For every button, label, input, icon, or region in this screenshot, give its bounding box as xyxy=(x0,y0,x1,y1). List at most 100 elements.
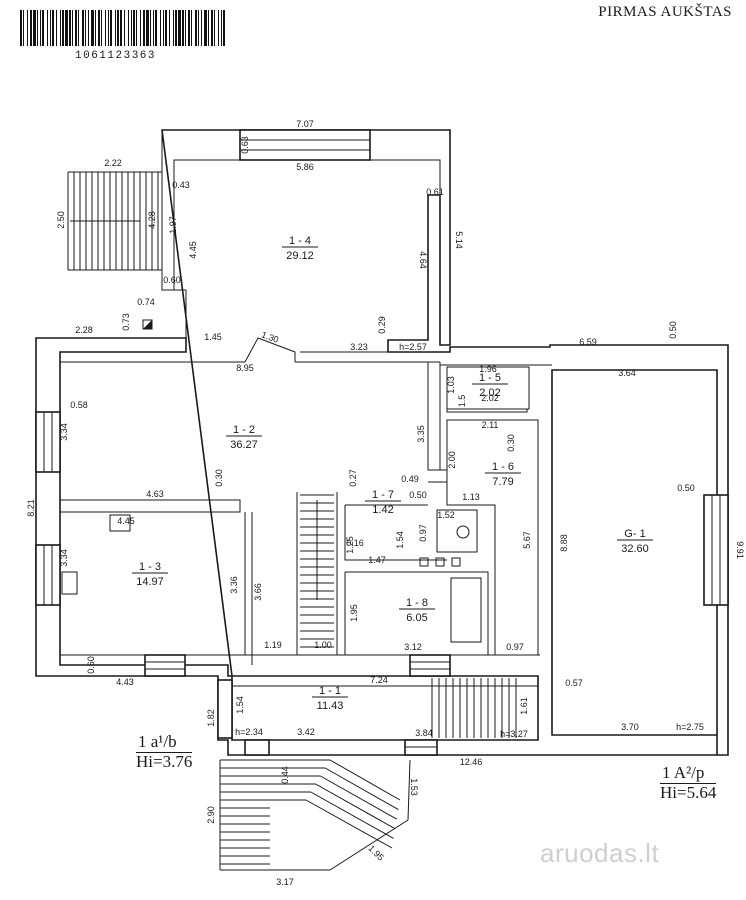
dimension-label: 7.24 xyxy=(370,675,388,685)
dimension-label: 4.63 xyxy=(146,489,164,499)
dimension-label: 5.67 xyxy=(522,531,532,549)
barcode-bar xyxy=(47,10,48,46)
room-id: 1 - 8 xyxy=(406,597,428,609)
room-area: 2.02 xyxy=(479,387,500,399)
barcode-bar xyxy=(115,10,116,46)
room-area: 29.12 xyxy=(286,250,314,262)
dimension-label: 0.74 xyxy=(137,297,155,307)
dimension-label: 1.95 xyxy=(366,843,385,862)
barcode-bar xyxy=(188,10,190,46)
barcode-bar xyxy=(169,10,170,46)
dimension-label: 1.45 xyxy=(204,332,222,342)
dimension-label: 0.60 xyxy=(163,275,181,285)
barcode-bar xyxy=(75,10,77,46)
room-id: 1 - 4 xyxy=(289,235,311,247)
watermark: aruodas.lt xyxy=(540,838,660,868)
dimension-label: 0.30 xyxy=(214,469,224,487)
dimension-label: 7.07 xyxy=(296,119,314,129)
legend-left-line2: Hi=3.76 xyxy=(136,752,193,771)
barcode-bar xyxy=(143,10,145,46)
barcode-bar xyxy=(160,10,161,46)
barcode xyxy=(20,10,225,46)
stair-tread xyxy=(305,799,393,849)
barcode-bar xyxy=(42,10,44,46)
barcode-bar xyxy=(150,10,151,46)
barcode-bar xyxy=(108,10,109,46)
barcode-bar xyxy=(131,10,132,46)
barcode-bar xyxy=(27,10,28,46)
barcode-number: 1061123363 xyxy=(75,50,157,62)
dimension-label: 12.46 xyxy=(460,757,483,767)
dimension-label: 0.16 xyxy=(346,538,364,548)
stair-tread xyxy=(329,759,401,801)
dimension-label: 1.54 xyxy=(395,531,405,549)
dimension-label: 1.82 xyxy=(206,709,216,727)
barcode-bar xyxy=(191,10,192,46)
dimension-label: 0.97 xyxy=(418,524,428,542)
barcode-bar xyxy=(30,10,32,46)
barcode-bar xyxy=(40,10,41,46)
dimension-label: 3.84 xyxy=(415,728,433,738)
dimension-label: 3.35 xyxy=(416,425,426,443)
dimension-label: 0.60 xyxy=(86,656,96,674)
barcode-bar xyxy=(52,10,54,46)
dimension-label: 2.02 xyxy=(481,393,499,403)
barcode-bar xyxy=(221,10,222,46)
dimension-label: 0.43 xyxy=(172,180,190,190)
dimension-label: 0.57 xyxy=(565,678,583,688)
room-area: 11.43 xyxy=(317,700,344,712)
dimension-label: 4.64 xyxy=(418,251,428,269)
dimension-label: 1.97 xyxy=(168,216,178,234)
room-id: 1 - 5 xyxy=(479,372,501,384)
barcode-bar xyxy=(153,10,154,46)
barcode-bar xyxy=(140,10,141,46)
dimension-label: 0.27 xyxy=(348,469,358,487)
dimension-label: 8.21 xyxy=(26,499,36,517)
barcode-bar xyxy=(182,10,184,46)
barcode-bar xyxy=(37,10,38,46)
windows xyxy=(35,129,729,756)
dimension-label: 3.66 xyxy=(253,583,263,601)
barcode-bar xyxy=(91,10,94,46)
barcode-bar xyxy=(72,10,73,46)
dimension-label: 1.19 xyxy=(264,640,282,650)
dimension-label: 1.03 xyxy=(446,376,456,394)
dimension-label: 8.95 xyxy=(236,363,254,373)
room-area: 1.42 xyxy=(372,504,393,516)
legend-right: 1 A²/p Hi=5.64 xyxy=(660,764,717,802)
dimension-label: 1.25 xyxy=(345,536,355,554)
barcode-bar xyxy=(78,10,79,46)
dimension-label: 2.00 xyxy=(447,451,457,469)
barcode-bar xyxy=(56,10,57,46)
barcode-bar xyxy=(133,10,135,46)
dimension-label: 2.90 xyxy=(206,806,216,824)
dimension-label: h=2.57 xyxy=(399,342,427,352)
dimension-label: 2.22 xyxy=(104,158,122,168)
barcode-bar xyxy=(155,10,157,46)
stair-tread xyxy=(315,783,396,830)
dimension-label: 0.61 xyxy=(426,187,444,197)
barcode-bar xyxy=(69,10,71,46)
barcode-bar xyxy=(95,10,96,46)
dimension-label: 1.13 xyxy=(462,492,480,502)
dimension-label: 9.91 xyxy=(735,541,745,559)
barcode-bar xyxy=(218,10,219,46)
room-labels: 1 - 429.121 - 236.271 - 314.971 - 52.021… xyxy=(132,235,653,712)
barcode-bar xyxy=(50,10,51,46)
dimension-label: 3.36 xyxy=(229,576,239,594)
dimension-label: 4.45 xyxy=(188,241,198,259)
barcode-bar xyxy=(185,10,186,46)
dimension-label: 0.50 xyxy=(668,321,678,339)
room-id: 1 - 3 xyxy=(139,561,161,573)
barcode-bar xyxy=(62,10,64,46)
legend-right-line2: Hi=5.64 xyxy=(660,783,717,802)
room-area: 7.79 xyxy=(492,476,513,488)
barcode-bar xyxy=(105,10,106,46)
barcode-bar xyxy=(20,10,22,46)
dimension-label: 1.54 xyxy=(235,696,245,714)
barcode-bar xyxy=(117,10,119,46)
dimension-label: 3.12 xyxy=(404,642,422,652)
stair-tread xyxy=(310,791,394,839)
